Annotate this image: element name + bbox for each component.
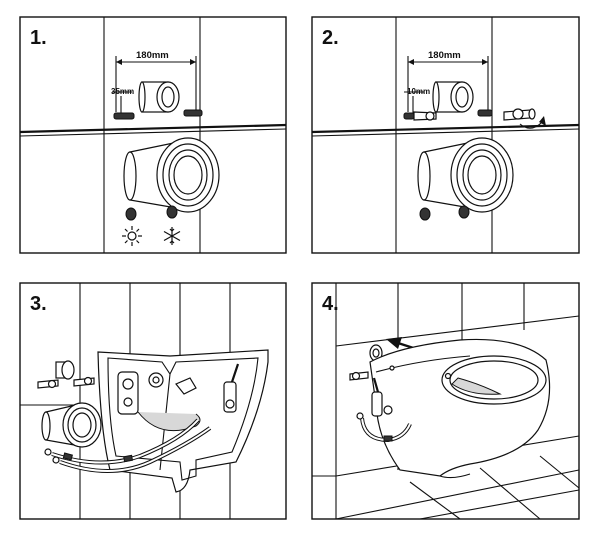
step-number: 4. xyxy=(322,293,339,315)
bidet-valve xyxy=(371,377,393,417)
rotate-arrow-icon xyxy=(519,116,546,129)
connector-sleeve xyxy=(417,137,514,213)
dimension-label: 180mm xyxy=(428,50,461,61)
panel-step-4: 4. xyxy=(311,282,580,520)
wall-fittings xyxy=(37,360,95,389)
panel-step-3: 3. xyxy=(19,282,287,520)
panel-step-2: 2. 180mm 10mm xyxy=(311,16,580,254)
hose-icon xyxy=(44,418,212,473)
floor-tiles xyxy=(335,455,580,520)
step-number: 2. xyxy=(322,27,339,49)
sun-icon xyxy=(122,226,142,246)
bolt-caps xyxy=(125,205,178,221)
dimension-horizontal: 180mm xyxy=(407,50,489,112)
wall-bolts xyxy=(403,109,493,121)
toilet-bowl xyxy=(369,338,551,479)
wall-bolts xyxy=(113,109,203,120)
wall-tiles xyxy=(311,17,580,253)
snowflake-icon xyxy=(163,227,181,245)
wall-tiles xyxy=(19,17,287,253)
nut-fitting xyxy=(503,108,536,121)
bolt-caps xyxy=(419,205,470,221)
step-number: 3. xyxy=(30,293,47,315)
step-number: 1. xyxy=(30,27,47,49)
panel-step-1: 1. 180mm 35mm xyxy=(19,16,287,254)
dimension-horizontal: 180mm xyxy=(115,50,197,112)
waste-pipe xyxy=(432,81,474,113)
hose-icon xyxy=(356,412,412,443)
dimension-label: 180mm xyxy=(136,50,169,61)
connector-sleeve xyxy=(123,137,220,213)
connector-sleeve xyxy=(41,402,102,448)
dimension-vertical-label: 10mm xyxy=(407,87,430,96)
waste-pipe xyxy=(138,81,180,113)
dimension-vertical-label: 35mm xyxy=(111,87,134,96)
